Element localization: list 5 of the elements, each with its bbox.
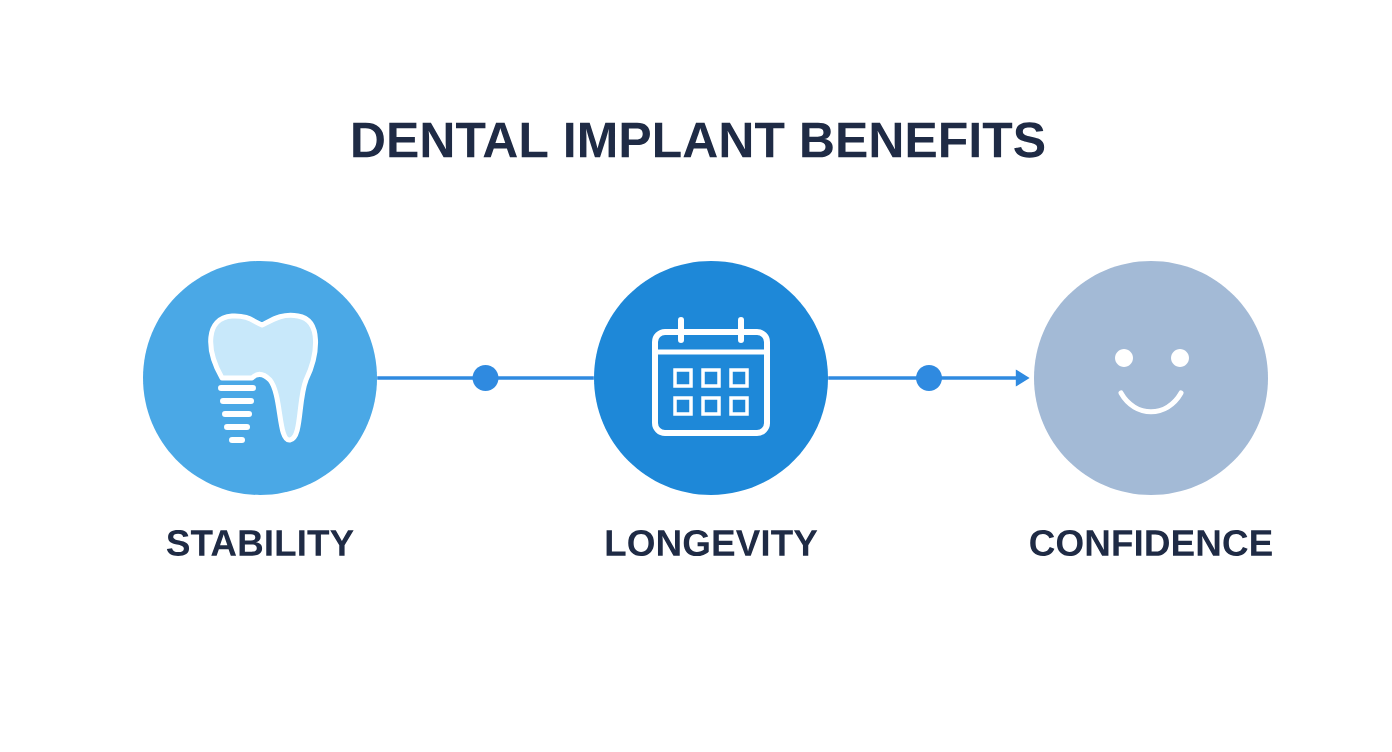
benefit-label: CONFIDENCE: [1030, 529, 1272, 557]
title: DENTAL IMPLANT BENEFITS: [353, 122, 1045, 158]
benefit-label: STABILITY: [166, 529, 354, 557]
connector-arrow: [377, 365, 594, 391]
benefit-label: LONGEVITY: [606, 529, 818, 557]
